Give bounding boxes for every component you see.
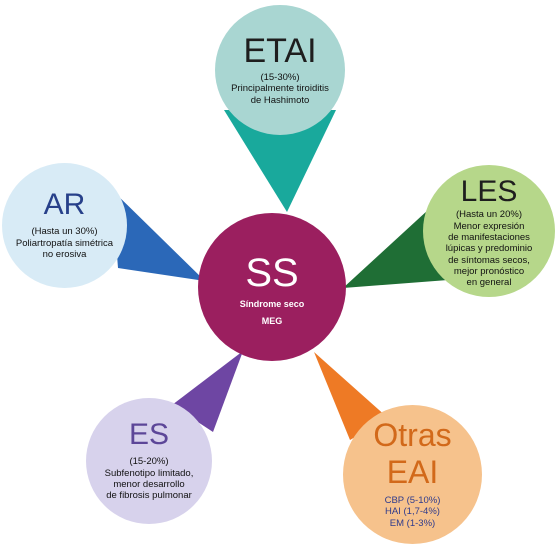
ar-desc-line2: no erosiva xyxy=(42,249,87,261)
otras-title-line1: Otras xyxy=(373,417,452,454)
ar-title: AR xyxy=(43,188,86,222)
etai-desc-line1: Principalmente tiroiditis xyxy=(231,83,329,95)
es-circle: ES (15-20%) Subfenotipo limitado, menor … xyxy=(86,398,212,524)
les-percent: (Hasta un 20%) xyxy=(455,209,522,221)
connector-etai xyxy=(224,110,336,212)
les-desc-line3: lúpicas y predominio xyxy=(445,243,533,255)
otras-eai-circle: Otras EAI CBP (5-10%) HAI (1,7-4%) EM (1… xyxy=(343,405,482,544)
center-subtitle-line2: MEG xyxy=(261,316,283,326)
connector-otras xyxy=(314,352,388,440)
otras-em: EM (1-3%) xyxy=(389,517,436,529)
connector-es xyxy=(172,351,243,432)
connector-ar xyxy=(112,190,205,281)
es-title: ES xyxy=(128,418,170,452)
connector-les xyxy=(343,210,448,288)
les-desc-line4: de síntomas secos, xyxy=(448,254,530,266)
ar-desc-line1: Poliartropatía simétrica xyxy=(15,237,114,249)
etai-circle: ETAI (15-30%) Principalmente tiroiditis … xyxy=(215,5,345,135)
center-ss-circle: SS Síndrome seco MEG xyxy=(198,213,346,361)
otras-hai: HAI (1,7-4%) xyxy=(385,506,440,518)
ar-circle: AR (Hasta un 30%) Poliartropatía simétri… xyxy=(2,163,127,288)
etai-percent: (15-30%) xyxy=(260,71,300,83)
les-desc-line5: mejor pronóstico xyxy=(453,266,525,278)
es-desc-line3: de fibrosis pulmonar xyxy=(106,490,192,502)
les-circle: LES (Hasta un 20%) Menor expresión de ma… xyxy=(423,165,555,297)
center-title: SS xyxy=(245,251,299,296)
otras-cbp: CBP (5-10%) xyxy=(384,494,441,506)
les-title: LES xyxy=(460,175,518,209)
les-desc-line2: de manifestaciones xyxy=(448,231,530,243)
les-desc-line1: Menor expresión xyxy=(453,220,525,232)
les-desc-line6: en general xyxy=(466,277,512,289)
es-percent: (15-20%) xyxy=(129,456,169,468)
otras-title-line2: EAI xyxy=(386,454,439,491)
ar-percent: (Hasta un 30%) xyxy=(31,226,98,238)
es-desc-line2: menor desarrollo xyxy=(113,479,185,490)
es-desc-line1: Subfenotipo limitado, xyxy=(104,467,194,479)
etai-title: ETAI xyxy=(243,31,317,70)
etai-desc-line2: de Hashimoto xyxy=(250,94,310,106)
center-subtitle-line1: Síndrome seco xyxy=(239,299,305,310)
